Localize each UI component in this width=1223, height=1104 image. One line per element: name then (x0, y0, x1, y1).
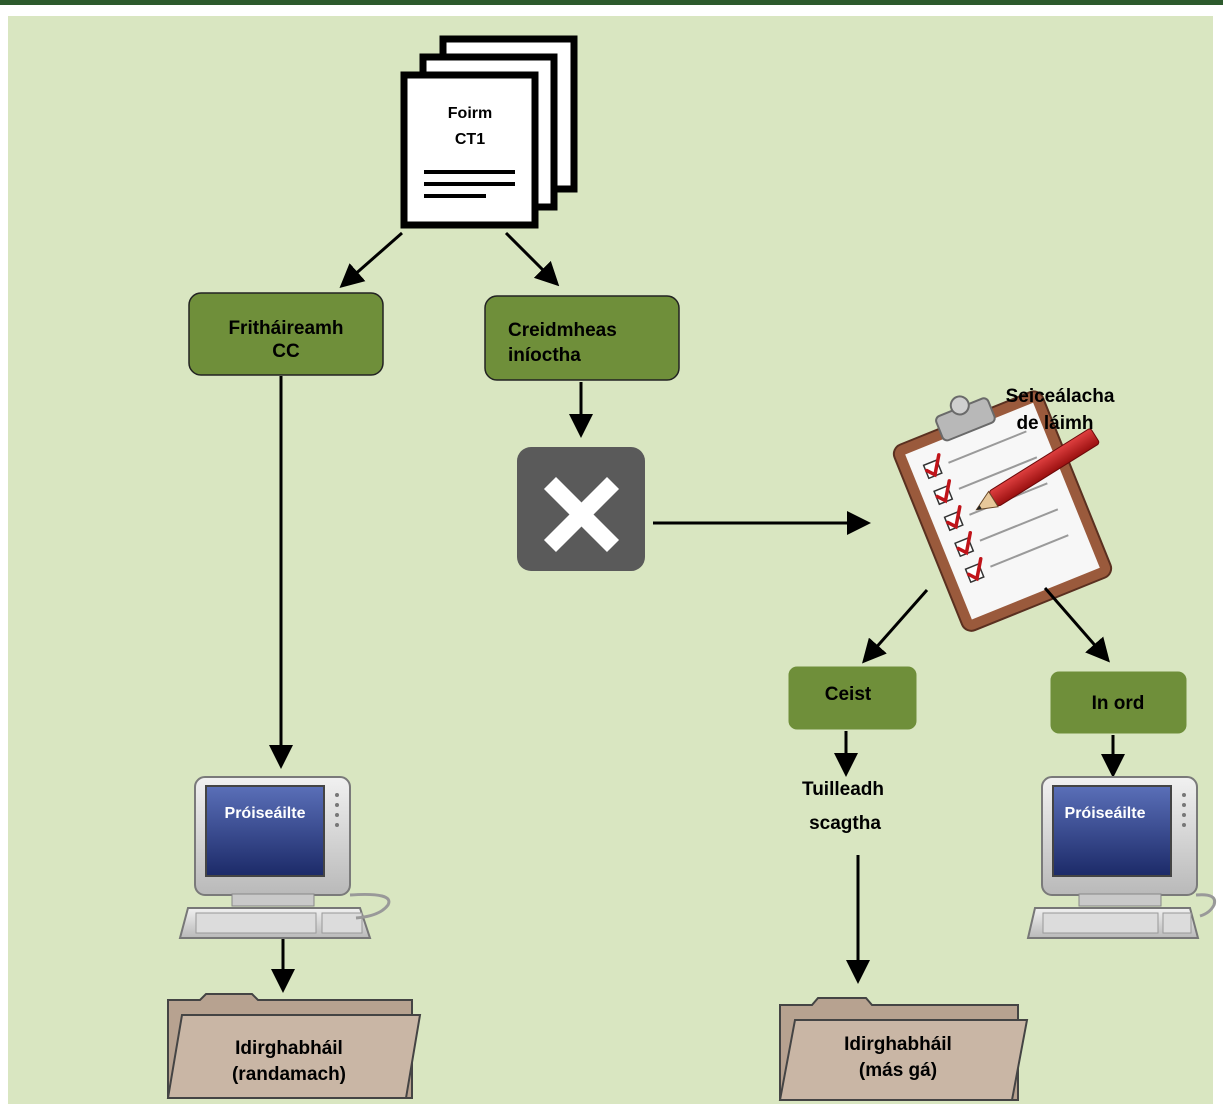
in-order-label: In ord (1092, 693, 1145, 714)
returns-box (188, 292, 384, 376)
document-title-line2: CT1 (455, 131, 485, 148)
close-x-icon (517, 447, 645, 571)
folder-icon (166, 993, 422, 1099)
top-rule (0, 0, 1223, 5)
folder-right-line1: Idirghabháil (844, 1034, 952, 1055)
query-label: Ceist (825, 684, 872, 705)
folder-left-line1: Idirghabháil (235, 1038, 343, 1059)
computer-right-screen-label: Próiseáilte (1065, 805, 1146, 822)
returns-label-line2: CC (272, 341, 300, 362)
arrow-checks-to-in-order (1043, 587, 1110, 663)
folder-left-line2: (randamach) (232, 1064, 346, 1085)
further-screened-line1: Tuilleadh (802, 779, 884, 800)
computer-left-screen-label: Próiseáilte (225, 805, 306, 822)
manual-checks-line2: de láimh (1016, 413, 1093, 434)
desktop-computer-icon (1026, 776, 1217, 939)
document-stack-icon (400, 35, 578, 229)
credit-label-line2: iníoctha (508, 345, 581, 366)
further-screened-line2: scagtha (809, 813, 881, 834)
credit-label-line1: Creidmheas (508, 320, 617, 341)
query-box (788, 666, 917, 730)
arrow-checks-to-query (862, 589, 929, 664)
in-order-box (1050, 671, 1187, 734)
arrow-doc-to-returns (339, 231, 403, 288)
arrow-doc-to-credit (504, 231, 560, 287)
folder-icon (778, 997, 1029, 1101)
document-title-line1: Foirm (448, 105, 492, 122)
clipboard-checklist-icon (892, 390, 1113, 632)
manual-checks-line1: Seiceálacha (1006, 386, 1115, 407)
folder-right-line2: (más gá) (859, 1060, 937, 1081)
credit-box (484, 295, 680, 381)
desktop-computer-icon (178, 776, 391, 939)
returns-label-line1: Fritháireamh (228, 318, 343, 339)
